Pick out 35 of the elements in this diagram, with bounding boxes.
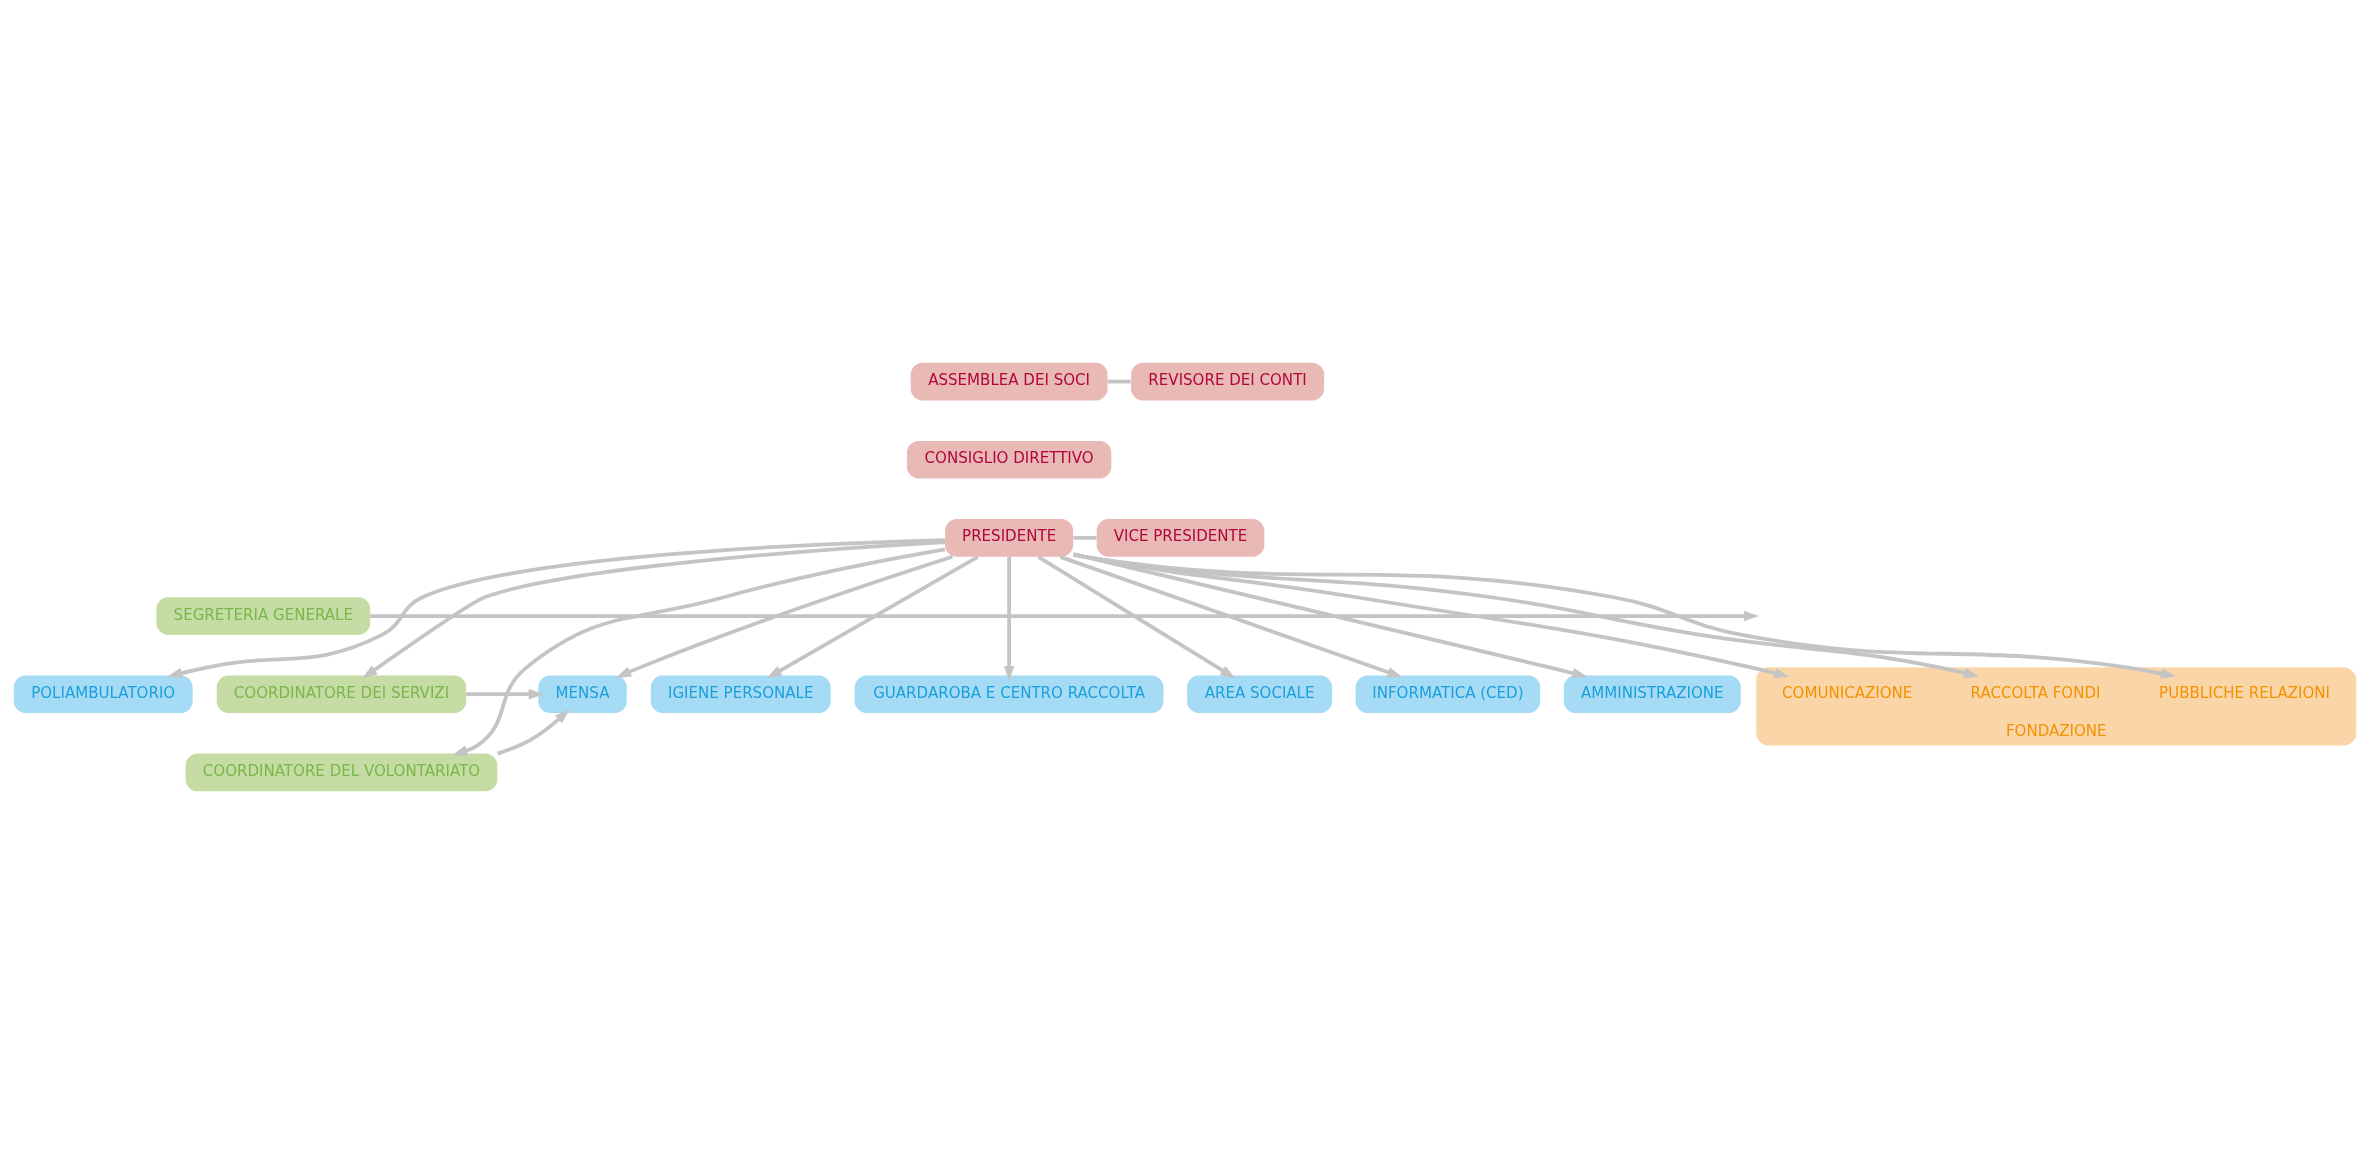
arrow — [1073, 552, 2176, 679]
arrow — [496, 708, 570, 755]
node-box: POLIAMBULATORIO — [13, 674, 193, 713]
arrow — [1073, 552, 1790, 678]
node-text: COMUNICAZIONE — [1782, 683, 1913, 702]
arrow — [1003, 556, 1015, 681]
arrow — [1037, 554, 1236, 678]
node-box: MENSA — [538, 674, 627, 713]
arrow — [370, 610, 1759, 621]
arrow — [167, 537, 945, 678]
node-box: AMMINISTRAZIONE — [1563, 674, 1741, 713]
node-box: COORDINATORE DEI SERVIZI — [216, 674, 467, 713]
node-box: AREA SOCIALE — [1187, 674, 1333, 713]
node-box: CONSIGLIO DIRETTIVO — [906, 440, 1112, 479]
arrow — [452, 546, 946, 756]
node-box: ASSEMBLEA DEI SOCI — [910, 362, 1108, 400]
arrow — [766, 554, 979, 678]
node-box: IGIENE PERSONALE — [650, 674, 831, 713]
node-box: INFORMATICA (CED) — [1355, 674, 1541, 713]
arrow — [616, 554, 953, 678]
node-box: VICE PRESIDENTE — [1096, 518, 1265, 557]
arrow — [466, 688, 544, 700]
arrow — [362, 539, 946, 679]
node-text: RACCOLTA FONDI — [1970, 683, 2101, 702]
arrow — [1073, 552, 1980, 678]
node-box: GUARDAROBA E CENTRO RACCOLTA — [854, 674, 1164, 713]
node-box: COORDINATORE DEL VOLONTARIATO — [185, 753, 498, 791]
node-text: PUBBLICHE RELAZIONI — [2159, 683, 2331, 702]
node-box: SEGRETERIA GENERALE — [156, 596, 371, 635]
arrow — [1072, 551, 1588, 678]
node-box: REVISORE DEI CONTI — [1131, 362, 1325, 400]
node-box: PRESIDENTE — [945, 518, 1074, 557]
connector — [1107, 379, 1131, 383]
connector — [1073, 535, 1097, 540]
arrow — [1059, 554, 1403, 677]
